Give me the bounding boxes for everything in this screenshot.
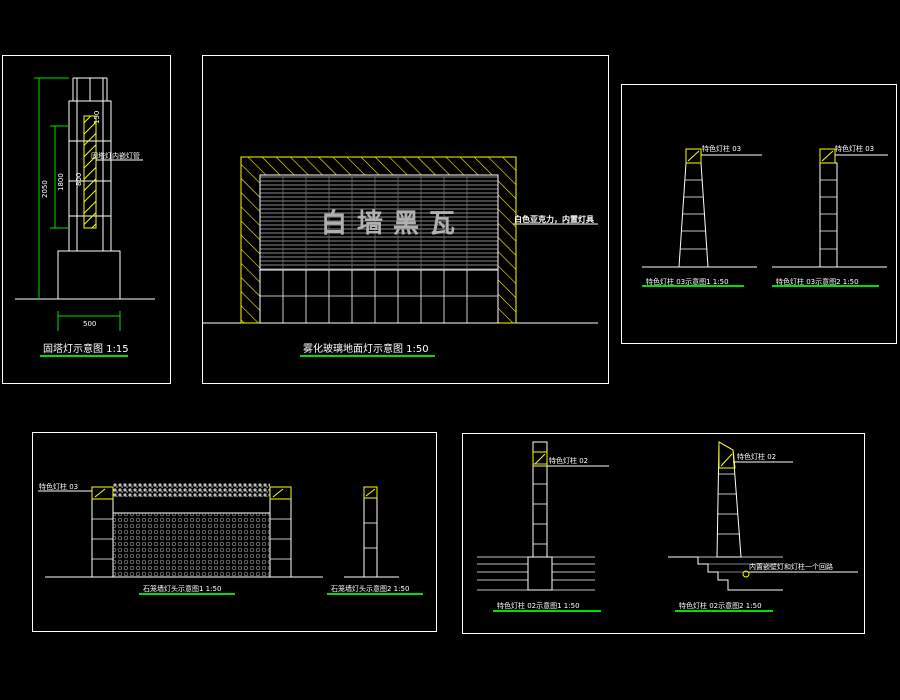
wall-light-icon: [742, 570, 750, 578]
gabion-wall-drawing: 特色灯柱 03 石笼墙灯头示意图1 1:50 石笼墙灯头示意图2 1:50: [38, 482, 423, 595]
dim-light: 1800: [57, 173, 65, 191]
lamp-callout: 固塔灯内嵌灯管: [91, 151, 140, 160]
pillar-02-label-left: 特色灯柱 02: [549, 456, 588, 465]
panel3-title-right: 特色灯柱 03示意图2 1:50: [776, 277, 859, 286]
drawing-panel-pillar-02: 特色灯柱 02 特色灯柱 02示意图1 1:50 特色灯柱 02 内置嵌壁灯和灯…: [462, 433, 865, 634]
pillar-left: 特色灯柱 03 特色灯柱 03示意图1 1:50: [642, 144, 762, 287]
gabion-top: [113, 483, 270, 497]
panel5-title-right: 特色灯柱 02示意图2 1:50: [679, 601, 762, 610]
glass-wall-drawing: 白墙黑瓦 白色亚克力，内置灯具 雾化玻璃地面灯示意图 1:50: [203, 156, 598, 357]
pillar-02-left: 特色灯柱 02 特色灯柱 02示意图1 1:50: [477, 441, 609, 612]
dim-top: 150: [93, 111, 101, 124]
lamp-tower-drawing: 2050 1800 800 150 500 固塔灯内嵌灯管 固塔灯示意图 1:1…: [15, 77, 155, 357]
pillar-02-label-right: 特色灯柱 02: [737, 452, 776, 461]
pillar-03-label-right: 特色灯柱 03: [835, 144, 874, 153]
stairs: [668, 556, 783, 591]
dim-total: 2050: [41, 180, 49, 198]
light-strip: [83, 115, 97, 229]
panel2-title: 雾化玻璃地面灯示意图 1:50: [303, 342, 429, 355]
pillar-03-label-left: 特色灯柱 03: [702, 144, 741, 153]
drawing-panel-gabion-wall: 特色灯柱 03 石笼墙灯头示意图1 1:50 石笼墙灯头示意图2 1:50: [32, 432, 437, 632]
drawing-panel-lamp-tower: 2050 1800 800 150 500 固塔灯内嵌灯管 固塔灯示意图 1:1…: [2, 55, 171, 384]
pillar-02-right: 特色灯柱 02 内置嵌壁灯和灯柱一个回路 特色灯柱 02示意图2 1:50: [668, 441, 858, 612]
gabion-pillar-right: [269, 498, 292, 578]
sign-text: 白墙黑瓦: [321, 208, 465, 239]
tile-base: [259, 269, 499, 324]
pillar-03-drawing: 特色灯柱 03 特色灯柱 03示意图1 1:50 特色灯柱 03 特色灯柱 03…: [642, 144, 888, 287]
drawing-panel-pillar-03: 特色灯柱 03 特色灯柱 03示意图1 1:50 特色灯柱 03 特色灯柱 03…: [621, 84, 897, 344]
gabion-side-pillar: [363, 497, 378, 578]
panel4-title-left: 石笼墙灯头示意图1 1:50: [143, 584, 221, 593]
pillar-right: 特色灯柱 03 特色灯柱 03示意图2 1:50: [772, 144, 888, 287]
gabion-body: [112, 512, 271, 578]
panel1-title: 固塔灯示意图 1:15: [43, 342, 129, 355]
glass-callout: 白色亚克力，内置灯具: [514, 214, 594, 224]
glass-panel: [259, 174, 499, 271]
panel5-title-left: 特色灯柱 02示意图1 1:50: [497, 601, 580, 610]
gabion-pillar-left: [91, 498, 114, 578]
dim-inner: 800: [75, 173, 83, 186]
panel4-title-right: 石笼墙灯头示意图2 1:50: [331, 584, 409, 593]
lamp-base: [57, 250, 121, 300]
pillar-02-drawing: 特色灯柱 02 特色灯柱 02示意图1 1:50 特色灯柱 02 内置嵌壁灯和灯…: [477, 441, 858, 612]
gabion-label: 特色灯柱 03: [39, 482, 78, 491]
drawing-panel-glass-wall: 白墙黑瓦 白色亚克力，内置灯具 雾化玻璃地面灯示意图 1:50: [202, 55, 609, 384]
panel3-title-left: 特色灯柱 03示意图1 1:50: [646, 277, 729, 286]
dim-width: 500: [83, 320, 96, 328]
pillar-02-callout: 内置嵌壁灯和灯柱一个回路: [749, 562, 833, 571]
